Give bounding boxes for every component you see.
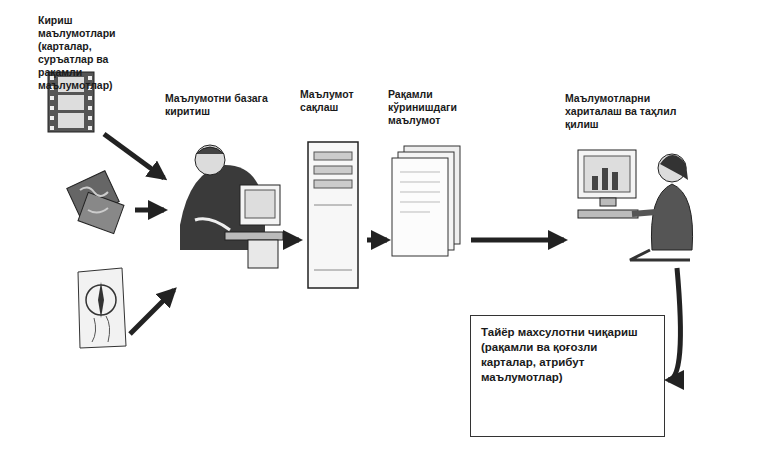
flow-arrow: [668, 268, 680, 380]
stage-heading: Кириш маълумотлари (карталар, суръатлар …: [38, 14, 134, 92]
flow-arrow: [471, 238, 564, 243]
storage-stage: Маълумот сақлаш: [300, 88, 366, 293]
compass-map-icon: [78, 268, 126, 348]
input-group: Кириш маълумотлари (карталар, суръатлар …: [38, 14, 134, 350]
flow-arrow: [135, 208, 164, 213]
input-arrow: [104, 134, 164, 178]
process-stage: Маълумотни базага киритиш: [165, 92, 285, 272]
map-icon: [67, 171, 124, 234]
analysis-stage: Маълумотларни хариталаш ва таҳлил қилиш: [565, 92, 705, 262]
stage-heading: Маълумот сақлаш: [300, 88, 366, 114]
documents-icon: [392, 146, 460, 256]
output-box: Тайёр махсулотни чиқариш (рақамли ва қоғ…: [470, 315, 665, 437]
server-icon: [308, 142, 358, 288]
data-stage: Рақамли кўринишдаги маълумот: [388, 88, 470, 258]
analyst-figure: [578, 150, 693, 260]
box-text: Тайёр махсулотни чиқариш (рақамли ва қоғ…: [481, 325, 654, 385]
input-arrow: [130, 290, 174, 334]
flow-arrow: [367, 238, 387, 243]
operator-figure: [180, 145, 283, 268]
stage-heading: Маълумотни базага киритиш: [165, 92, 285, 118]
flow-arrow: [286, 238, 299, 243]
stage-heading: Рақамли кўринишдаги маълумот: [388, 88, 470, 127]
stage-heading: Маълумотларни хариталаш ва таҳлил қилиш: [565, 92, 705, 131]
